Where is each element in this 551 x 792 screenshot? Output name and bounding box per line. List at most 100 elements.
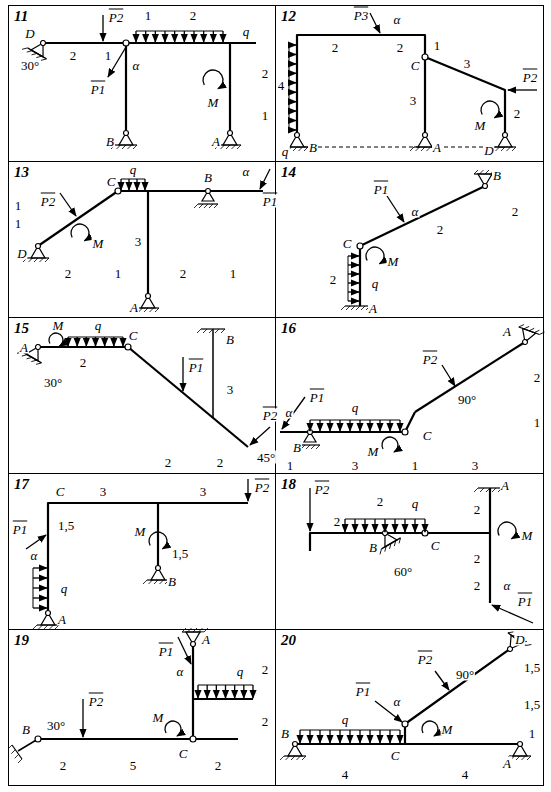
figure-label: P1 — [188, 361, 204, 374]
force-arrow — [359, 730, 360, 743]
support-triangle — [379, 530, 397, 547]
member — [524, 325, 529, 330]
member — [203, 329, 207, 333]
problem-panel: 15 — [8, 317, 276, 474]
panel-figure — [280, 323, 545, 452]
member — [405, 649, 510, 744]
panel-figure — [22, 15, 256, 149]
force-arrow — [155, 31, 156, 42]
figure-label: 2 — [59, 759, 68, 772]
figure-label: 45° — [256, 451, 276, 464]
member — [128, 145, 132, 149]
member — [27, 49, 32, 54]
hinge — [123, 40, 129, 46]
figure-label: 2 — [216, 456, 225, 469]
member — [154, 580, 158, 584]
figure-label: 2 — [533, 371, 542, 384]
member — [280, 431, 405, 433]
member — [197, 329, 201, 333]
force-arrow — [289, 63, 296, 64]
member — [492, 488, 496, 492]
figure-label: 2 — [64, 267, 73, 280]
member — [361, 306, 365, 310]
figure-label: 1 — [104, 49, 113, 62]
hinge — [190, 736, 196, 742]
member — [144, 308, 148, 312]
member — [519, 323, 524, 328]
member — [519, 327, 540, 335]
member — [41, 57, 46, 62]
member — [194, 204, 198, 208]
force-arrow — [492, 605, 533, 623]
figure-label: P2 — [40, 195, 56, 208]
figure-label: 2 — [329, 273, 338, 286]
figure-label: 3 — [226, 383, 235, 396]
member — [388, 543, 393, 548]
member — [237, 145, 241, 149]
force-arrow — [207, 685, 208, 698]
force-arrow — [348, 300, 359, 301]
force-arrow — [349, 420, 350, 431]
force-arrow — [77, 337, 78, 346]
member — [27, 48, 46, 59]
force-arrow — [289, 73, 296, 74]
force-arrow — [104, 337, 105, 346]
member — [341, 306, 345, 310]
figure-label: 2 — [436, 223, 445, 236]
force-arrow — [394, 519, 395, 532]
panel-figure — [17, 329, 270, 447]
hinge — [40, 40, 47, 47]
hinge — [191, 642, 196, 647]
hinge — [35, 736, 41, 742]
force-arrow — [348, 291, 359, 292]
member — [416, 147, 420, 151]
member — [526, 642, 532, 648]
panel-figure — [280, 630, 531, 760]
figure-label: A — [57, 613, 67, 626]
member — [11, 750, 15, 754]
figure-label: P1 — [90, 83, 106, 96]
force-arrow — [348, 255, 359, 256]
figure-label: B — [167, 575, 177, 588]
force-arrow — [33, 597, 47, 598]
force-arrow — [387, 196, 404, 222]
moment-arrow — [165, 721, 181, 736]
member — [22, 46, 27, 51]
force-arrow — [369, 730, 370, 743]
member — [221, 145, 225, 149]
force-arrow — [349, 730, 350, 743]
figure-label: 3 — [463, 57, 472, 70]
figure-label: α — [285, 406, 294, 419]
member — [229, 43, 231, 133]
member — [34, 258, 38, 262]
force-arrow — [289, 44, 296, 45]
figure-label: P1 — [355, 685, 371, 698]
force-arrow — [348, 282, 359, 283]
force-arrow — [222, 31, 223, 42]
member — [297, 35, 425, 135]
support-triangle — [518, 328, 535, 344]
hinge — [483, 184, 488, 189]
member — [480, 488, 484, 492]
pin-support — [143, 566, 169, 585]
force-arrow — [86, 337, 87, 346]
force-arrow — [136, 179, 137, 190]
figure-label: q — [242, 25, 251, 38]
figure-label: 1 — [433, 39, 442, 52]
force-arrow — [225, 685, 226, 698]
member — [147, 191, 149, 296]
panel-figure — [282, 13, 537, 151]
member — [29, 258, 33, 262]
problem-number: 13 — [14, 165, 29, 180]
member — [118, 190, 263, 192]
figure-label: D — [24, 27, 35, 40]
member — [522, 756, 526, 760]
force-arrow — [289, 82, 296, 83]
figure-label: 2 — [473, 552, 482, 565]
figure-label: P1 — [517, 595, 533, 608]
figure-label: C — [128, 329, 139, 342]
force-arrow — [309, 730, 310, 743]
member — [43, 42, 256, 44]
figure-label: 2 — [473, 579, 482, 592]
force-arrow — [348, 273, 359, 274]
